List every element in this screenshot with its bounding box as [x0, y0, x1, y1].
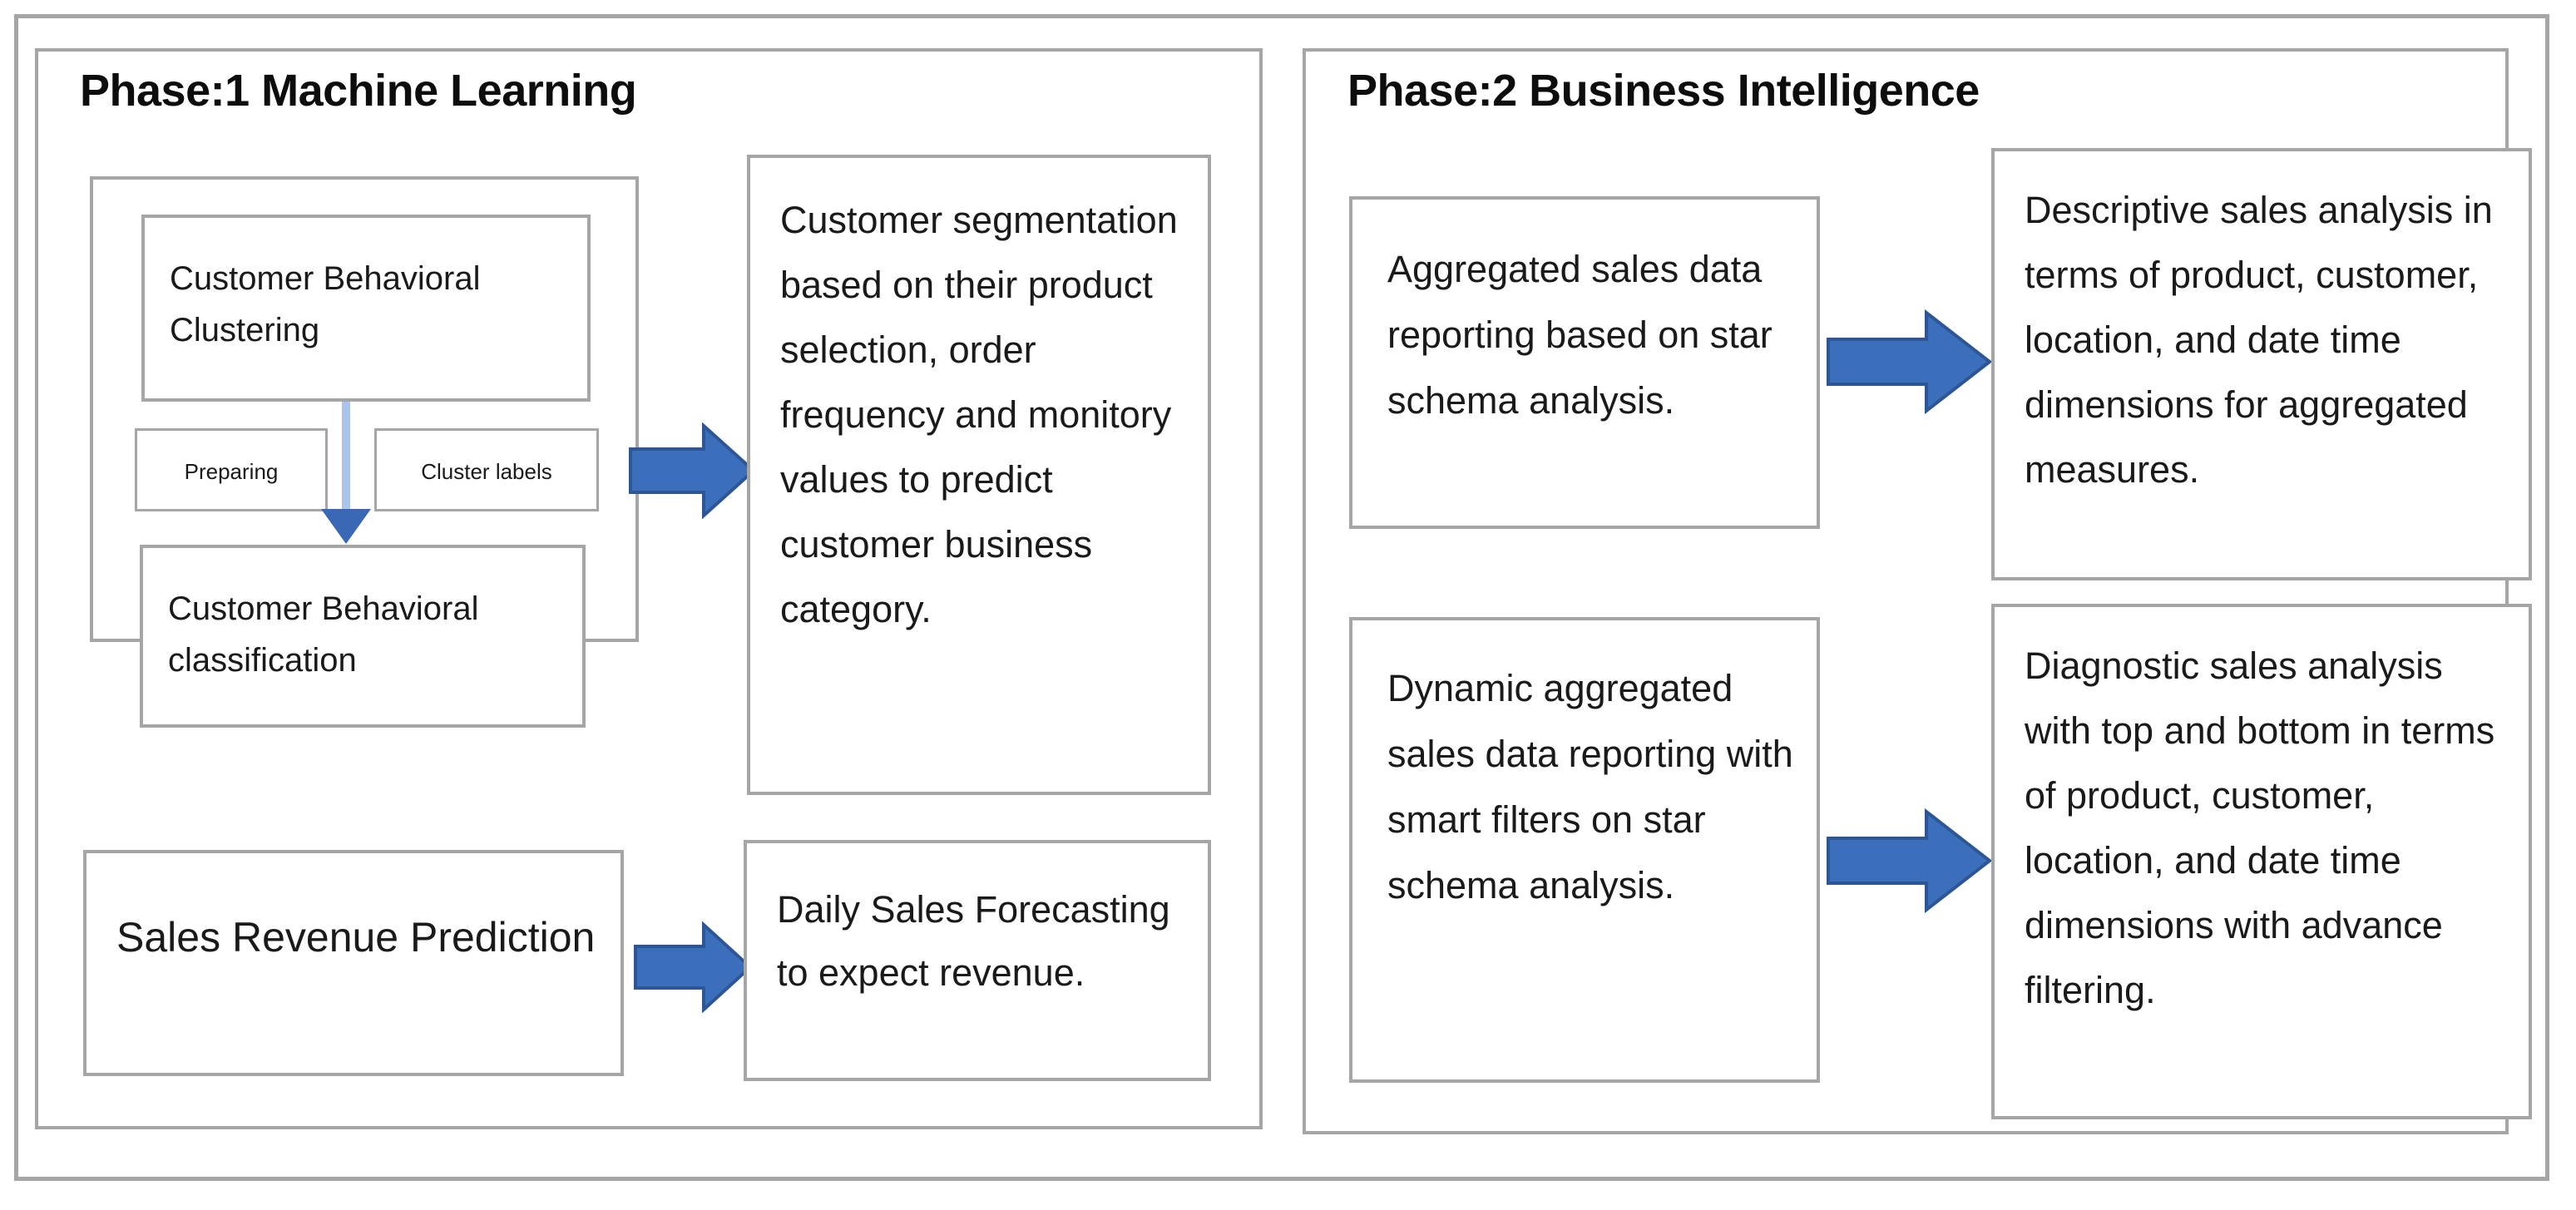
- dynamic-text: Dynamic aggregated sales data reporting …: [1387, 667, 1793, 906]
- preparing-box: Preparing: [135, 428, 328, 511]
- clustering-to-classification-connector-line: [342, 402, 350, 523]
- sales-revenue-prediction-box: Sales Revenue Prediction: [83, 850, 624, 1076]
- revenue-prediction-label: Sales Revenue Prediction: [116, 914, 596, 961]
- right-arrow-icon: [634, 921, 752, 1013]
- aggregated-sales-data-box: Aggregated sales data reporting based on…: [1349, 196, 1820, 529]
- diagnostic-text: Diagnostic sales analysis with top and b…: [2025, 645, 2495, 1011]
- right-arrow-icon: [629, 422, 755, 519]
- down-arrow-icon: [321, 509, 371, 544]
- segmentation-text: Customer segmentation based on their pro…: [780, 199, 1178, 630]
- phase2-title: Phase:2 Business Intelligence: [1347, 66, 1980, 116]
- right-arrow-icon: [1827, 808, 1993, 913]
- classification-label: Customer Behavioral classification: [168, 590, 479, 679]
- cluster-labels-label: Cluster labels: [421, 459, 552, 484]
- clustering-label: Customer Behavioral Clustering: [170, 260, 481, 348]
- diagnostic-sales-analysis-box: Diagnostic sales analysis with top and b…: [1991, 604, 2532, 1119]
- descriptive-sales-analysis-box: Descriptive sales analysis in terms of p…: [1991, 148, 2532, 580]
- cluster-labels-box: Cluster labels: [374, 428, 599, 511]
- preparing-label: Preparing: [184, 459, 279, 484]
- customer-behavioral-classification-box: Customer Behavioral classification: [140, 545, 586, 728]
- customer-segmentation-description-box: Customer segmentation based on their pro…: [747, 155, 1211, 795]
- daily-sales-forecasting-box: Daily Sales Forecasting to expect revenu…: [744, 840, 1211, 1081]
- forecasting-text: Daily Sales Forecasting to expect revenu…: [777, 888, 1170, 994]
- descriptive-text: Descriptive sales analysis in terms of p…: [2025, 189, 2493, 491]
- phase1-title: Phase:1 Machine Learning: [80, 66, 637, 116]
- customer-behavioral-clustering-box: Customer Behavioral Clustering: [141, 215, 591, 402]
- aggregated-text: Aggregated sales data reporting based on…: [1387, 248, 1773, 422]
- right-arrow-icon: [1827, 309, 1993, 414]
- dynamic-aggregated-sales-data-box: Dynamic aggregated sales data reporting …: [1349, 617, 1820, 1083]
